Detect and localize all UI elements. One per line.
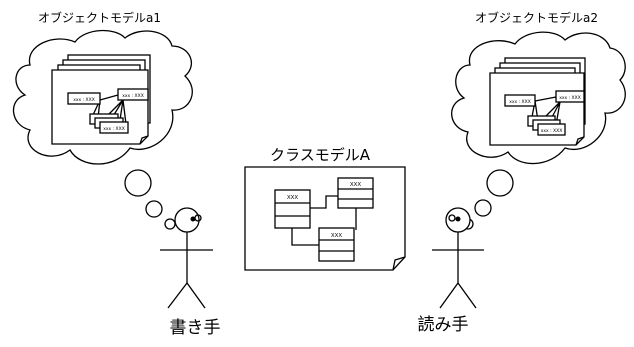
object-box-left-3 [99,121,129,134]
object-box-left-1-label: xxx : XXX [73,97,95,103]
class-associations [291,195,357,246]
page-front-right [489,72,585,146]
object-box-right-2-label: xxx : XXX [559,95,581,101]
class-box-1-label: XXX [287,195,299,201]
writer-figure [160,207,213,309]
object-box-right-3 [537,123,566,136]
object-model-a2-title: オブジェクトモデルa2 [475,10,598,25]
object-box-right-1-label: xxx : XXX [509,99,531,105]
class-box-1 [274,189,311,229]
left-thought-bubble-small [164,218,176,230]
object-model-a1-title: オブジェクトモデルa1 [38,10,161,25]
left-thought-bubble-large [124,169,152,197]
object-box-left-2-label: xxx : XXX [122,93,144,99]
page-front-fold [139,135,149,145]
class-model-a-title: クラスモデルA [270,146,371,164]
class-box-3 [318,227,355,262]
reader-figure [432,207,484,309]
class-model-page-fold [392,256,406,271]
object-box-left-2 [117,88,149,101]
reader-label: 読み手 [418,315,469,335]
class-box-3-label: XXX [331,233,343,239]
object-links-left [92,94,127,125]
class-box-2 [337,177,374,209]
object-links-right [531,96,561,126]
right-thought-bubble-large [486,169,514,197]
class-box-2-label: XXX [350,182,362,188]
object-box-right-2 [555,90,585,103]
right-thought-bubble-medium [474,199,492,217]
writer-label: 書き手 [170,318,221,338]
left-thought-bubble-medium [145,200,163,218]
object-box-left-3-label: xxx : XXX [103,126,125,132]
object-box-left-1 [67,92,101,105]
object-box-right-3-label: xxx : XXX [541,128,563,134]
page-front-right-fold [575,136,585,146]
object-box-right-1 [504,94,536,107]
